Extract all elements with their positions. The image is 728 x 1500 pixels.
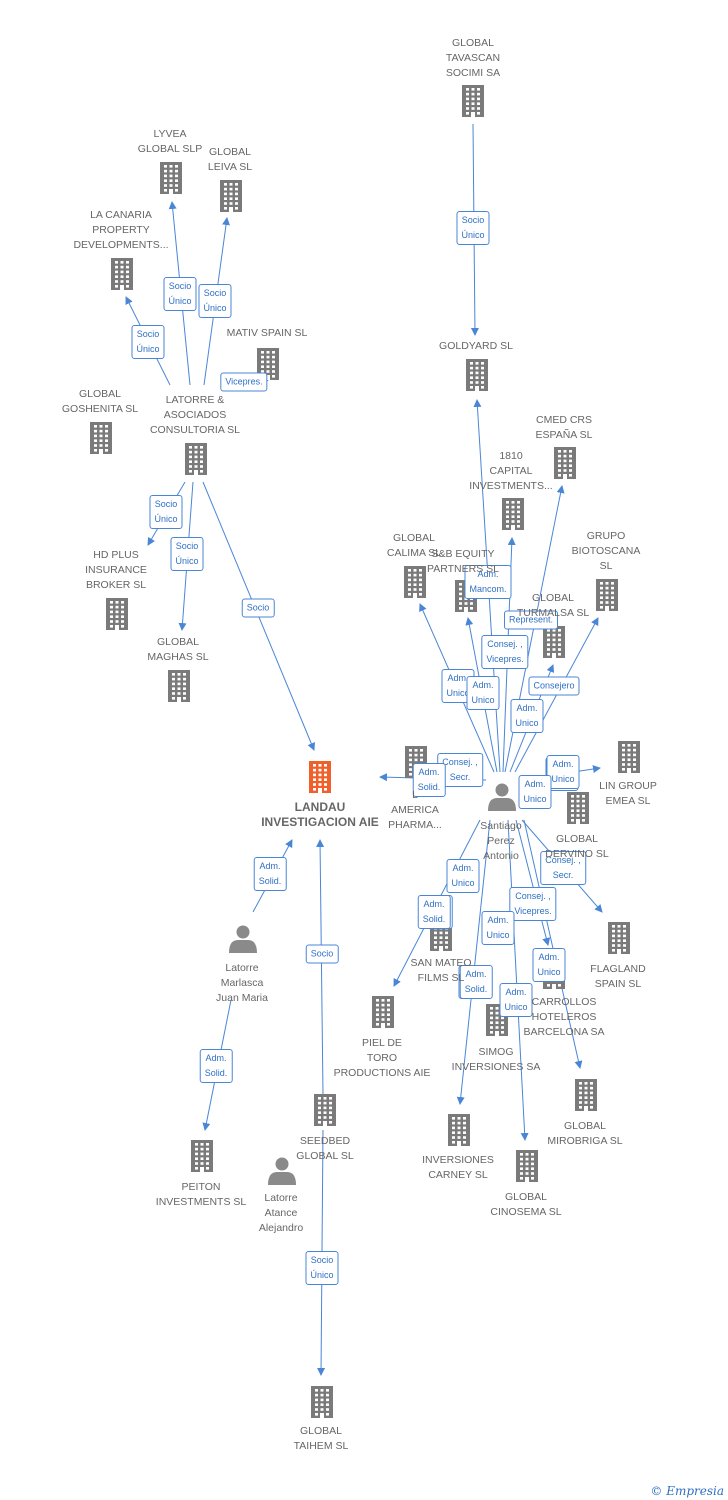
role-badge-extra-3: Adm.Unico: [546, 755, 580, 789]
role-badge-extra-2: Adm.Solid.: [412, 763, 446, 797]
company-icon-piel[interactable]: [372, 996, 394, 1028]
company-icon-biotoscana[interactable]: [596, 579, 618, 611]
company-icon-tavascan[interactable]: [462, 85, 484, 117]
person-icon-atance[interactable]: [268, 1157, 296, 1186]
person-icon-marlasca[interactable]: [229, 925, 257, 954]
role-badge-extra-1: Adm.Unico: [510, 699, 544, 733]
company-icon-flagland[interactable]: [608, 922, 630, 954]
node-label-mativ[interactable]: MATIV SPAIN SL: [226, 327, 308, 339]
edge-santiago-to-cinosema: [507, 819, 529, 1141]
role-badge-extra-6: Adm.Unico: [481, 911, 515, 945]
brand-watermark: © Empresia: [650, 1484, 724, 1498]
company-icon-goldyard[interactable]: [466, 359, 488, 391]
company-icon-maghas[interactable]: [168, 670, 190, 702]
role-badge-santiago-to-sb_equity: Consej. ,Vicepres.: [481, 635, 529, 669]
role-badge-extra-5: Adm.Unico: [446, 859, 480, 893]
role-badge-santiago-to-flagland: Consej. ,Secr.: [540, 851, 586, 885]
company-icon-lin[interactable]: [618, 741, 640, 773]
company-icon-mirobriga[interactable]: [575, 1079, 597, 1111]
company-icon-taihem[interactable]: [311, 1386, 333, 1418]
edge-santiago-to-carney: [456, 819, 491, 1105]
role-badge-extra-0: Adm.Unico: [466, 676, 500, 710]
company-icon-capital1810[interactable]: [502, 498, 524, 530]
main-company-icon-landau[interactable]: [309, 761, 331, 793]
edge-seedbed-to-landau: [316, 839, 325, 1096]
company-icon-turmalsa[interactable]: [543, 626, 565, 658]
role-badge-latorre_asoc-to-landau: Socio: [241, 598, 275, 618]
company-icon-carney[interactable]: [448, 1114, 470, 1146]
role-badge-seedbed-to-landau: Socio: [305, 944, 339, 964]
company-icon-latorre_asoc[interactable]: [185, 443, 207, 475]
edge-santiago-to-carrollos: [515, 819, 551, 946]
role-badge-santiago-to-carrollos: Consej. ,Vicepres.: [509, 887, 557, 921]
role-badge-santiago-to-mirobriga: Adm.Unico: [532, 948, 566, 982]
company-icon-mativ[interactable]: [257, 348, 279, 380]
edge-santiago-to-mirobriga: [523, 819, 583, 1069]
company-icon-calima[interactable]: [404, 566, 426, 598]
company-icon-leiva[interactable]: [220, 180, 242, 212]
company-icon-peiton[interactable]: [191, 1140, 213, 1172]
role-badge-santiago-to-biotoscana: Consejero: [528, 676, 580, 696]
role-badge-santiago-to-capital1810: Adm.Mancom.: [464, 565, 512, 599]
role-badge-marlasca-to-landau: Adm.Solid.: [253, 857, 287, 891]
company-icon-canaria[interactable]: [111, 258, 133, 290]
company-icon-lyvea[interactable]: [160, 162, 182, 194]
role-badge-extra-7: Adm.Solid.: [417, 895, 451, 929]
person-icon-santiago[interactable]: [488, 783, 516, 812]
company-icon-dervino[interactable]: [567, 792, 589, 824]
node-label-goldyard[interactable]: GOLDYARD SL: [439, 340, 513, 352]
company-icon-cinosema[interactable]: [516, 1150, 538, 1182]
role-badge-santiago-to-turmalsa: Represent.: [503, 610, 559, 630]
role-badge-extra-4: Adm.Unico: [518, 775, 552, 809]
company-icon-hdplus[interactable]: [106, 598, 128, 630]
role-badge-marlasca-to-peiton: Adm.Solid.: [199, 1049, 233, 1083]
company-icon-seedbed[interactable]: [314, 1094, 336, 1126]
company-icon-cmed[interactable]: [554, 447, 576, 479]
role-badge-extra-8: Adm.Solid.: [459, 965, 493, 999]
role-badge-santiago-to-cinosema: Adm.Unico: [499, 983, 533, 1017]
company-icon-goshenita[interactable]: [90, 422, 112, 454]
role-badge-latorre_asoc-to-mativ: Vicepres.: [220, 372, 268, 392]
